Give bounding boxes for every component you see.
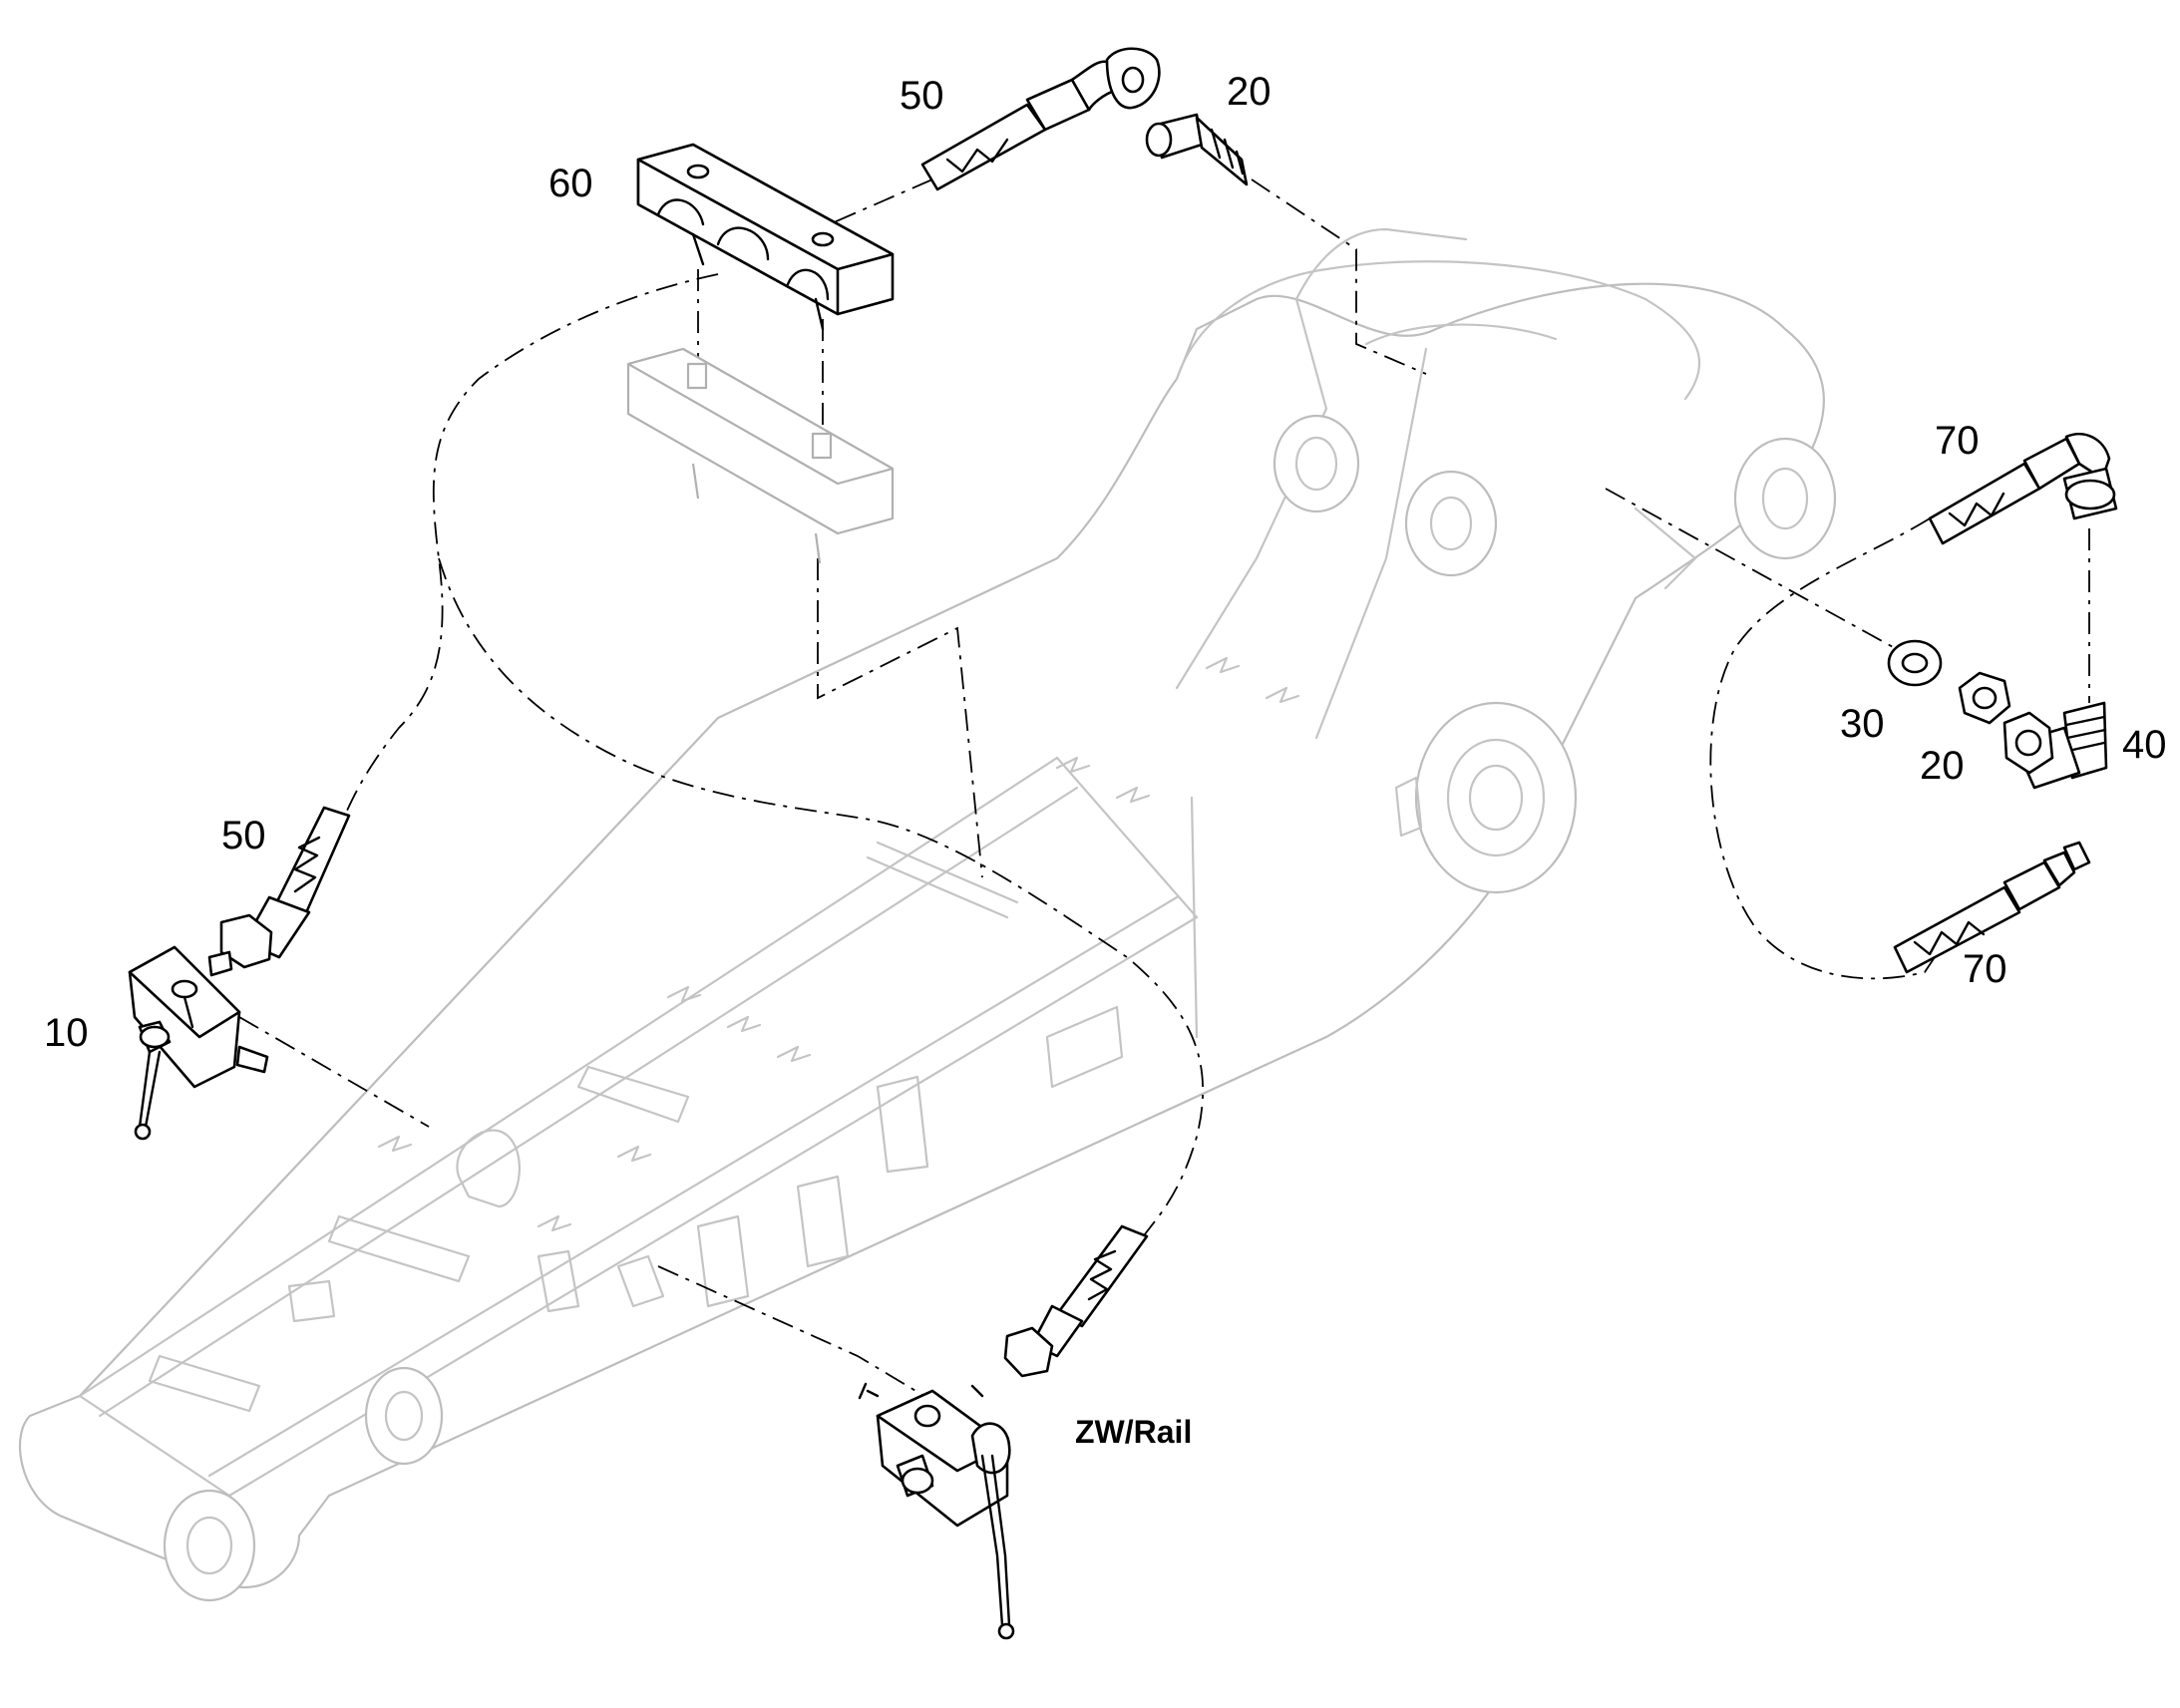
callout-20-right: 20 <box>1920 744 1965 788</box>
callout-70-top: 70 <box>1935 419 1980 463</box>
callout-70-bottom: 70 <box>1963 947 2007 991</box>
callout-60: 60 <box>548 162 593 205</box>
valve-zw-rail <box>858 1382 1015 1640</box>
hose-zw-rail <box>1003 1224 1149 1378</box>
hose-clamp-lower-half <box>626 347 895 564</box>
fitting-20-top <box>1145 113 1249 186</box>
hose-50-top <box>920 47 1161 191</box>
elbow-40 <box>2002 701 2108 790</box>
hose-70-bottom <box>1893 841 2091 974</box>
hose-50-left <box>219 806 351 969</box>
nut-20-right <box>1958 671 2011 725</box>
callout-30: 30 <box>1840 702 1885 746</box>
boom-body <box>18 227 1837 1602</box>
hose-clamp-60 <box>636 143 895 331</box>
callout-40: 40 <box>2122 723 2167 767</box>
hose-70-top <box>1928 432 2118 545</box>
callout-50-top: 50 <box>900 74 944 118</box>
variant-label-zw-rail: ZW/Rail <box>1075 1414 1193 1450</box>
valve-10 <box>128 945 269 1141</box>
callout-20-top: 20 <box>1227 70 1272 114</box>
washer-30 <box>1887 639 1943 687</box>
callout-50-left: 50 <box>221 814 266 857</box>
callout-10: 10 <box>44 1011 89 1055</box>
